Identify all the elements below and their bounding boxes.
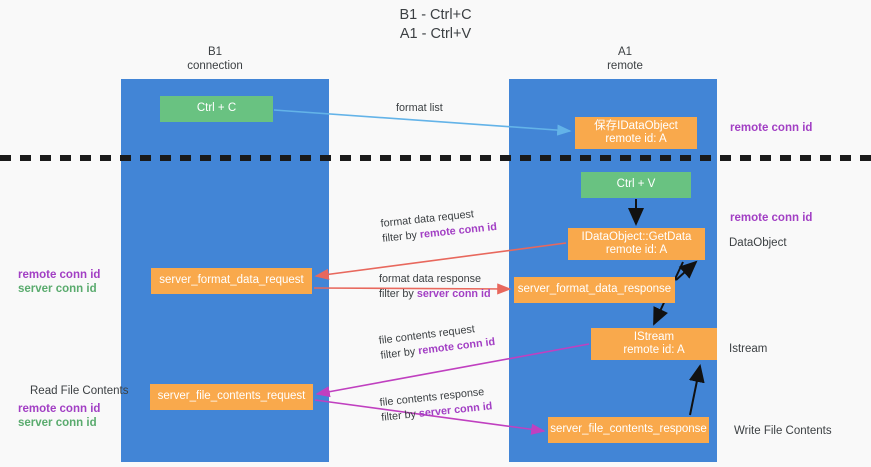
edge-label-format-data-response: format data response filter by server co… — [379, 272, 491, 302]
box-getdata-remote-id: remote id: A — [605, 244, 668, 256]
annotation-text: remote conn id — [730, 212, 813, 224]
box-istream-title: IStream — [633, 330, 675, 343]
edge-label-format-data-response-text: format data response — [379, 273, 482, 285]
column-header-a1: A1 remote — [565, 46, 685, 73]
filter-key-server-conn-id: server conn id — [416, 288, 491, 300]
annotation-right-write-file-contents: Write File Contents — [734, 424, 832, 438]
title-line-1: B1 - Ctrl+C — [399, 7, 472, 23]
annotation-right-remote-conn-id-mid: remote conn id — [730, 211, 812, 225]
box-istream[interactable]: IStream remote id: A — [591, 328, 717, 360]
annotation-server-conn-id: server conn id — [18, 283, 97, 295]
edge-label-format-list: format list — [396, 101, 443, 116]
edge-label-file-contents-response: file contents response filter by server … — [379, 384, 493, 426]
box-server-file-contents-request[interactable]: server_file_contents_request — [150, 384, 313, 410]
column-header-b1: B1 connection — [155, 46, 275, 73]
annotation-remote-conn-id: remote conn id — [18, 269, 101, 281]
diagram-title: B1 - Ctrl+C A1 - Ctrl+V — [0, 6, 871, 44]
box-ctrl-v[interactable]: Ctrl + V — [581, 172, 691, 198]
box-idataobject-title: 保存IDataObject — [594, 119, 678, 132]
annotation-right-istream: Istream — [729, 342, 767, 356]
box-server-format-data-request-label: server_format_data_request — [159, 274, 304, 287]
annotation-remote-conn-id: remote conn id — [18, 403, 101, 415]
box-ctrl-v-label: Ctrl + V — [616, 178, 656, 191]
box-ctrl-c[interactable]: Ctrl + C — [160, 96, 273, 122]
box-idataobject[interactable]: 保存IDataObject remote id: A — [575, 117, 697, 149]
edge-label-file-contents-request: file contents request filter by remote c… — [378, 320, 496, 364]
annotation-right-dataobject: DataObject — [729, 236, 787, 250]
box-server-format-data-response-label: server_format_data_response — [517, 283, 672, 296]
title-line-2: A1 - Ctrl+V — [399, 26, 472, 42]
edge-label-format-list-text: format list — [396, 102, 443, 114]
box-ctrl-c-label: Ctrl + C — [196, 102, 237, 115]
phase-divider — [0, 155, 871, 161]
box-server-file-contents-response-label: server_file_contents_response — [550, 423, 707, 436]
box-server-file-contents-response[interactable]: server_file_contents_response — [548, 417, 709, 443]
box-server-format-data-response[interactable]: server_format_data_response — [514, 277, 675, 303]
annotation-left-conn-ids-2: remote conn id server conn id — [18, 402, 100, 430]
box-server-format-data-request[interactable]: server_format_data_request — [151, 268, 312, 294]
column-b1-name: B1 — [207, 46, 223, 58]
annotation-text: Read File Contents — [30, 385, 129, 397]
annotation-right-remote-conn-id-top: remote conn id — [730, 121, 812, 135]
box-istream-remote-id: remote id: A — [623, 344, 685, 356]
box-idataobject-getdata[interactable]: IDataObject::GetData remote id: A — [568, 228, 705, 260]
annotation-text: remote conn id — [730, 122, 813, 134]
column-b1-subtitle: connection — [187, 59, 243, 72]
edge-label-format-data-response-filter: filter by server conn id — [379, 287, 491, 302]
annotation-left-conn-ids: remote conn id server conn id — [18, 268, 100, 296]
edge-label-format-data-request: format data request filter by remote con… — [380, 205, 498, 247]
annotation-server-conn-id: server conn id — [18, 417, 97, 429]
box-getdata-title: IDataObject::GetData — [581, 230, 692, 243]
column-a1-name: A1 — [617, 46, 633, 58]
filter-prefix: filter by — [379, 345, 419, 362]
column-a1-subtitle: remote — [607, 59, 643, 72]
annotation-text: Write File Contents — [734, 425, 832, 437]
filter-prefix: filter by — [380, 407, 420, 424]
filter-prefix: filter by — [381, 228, 421, 245]
filter-prefix: filter by — [379, 288, 417, 300]
annotation-text: DataObject — [729, 237, 787, 249]
box-idataobject-remote-id: remote id: A — [605, 133, 667, 145]
annotation-text: Istream — [729, 343, 768, 355]
annotation-left-read-file-contents: Read File Contents — [30, 384, 128, 398]
box-server-file-contents-request-label: server_file_contents_request — [157, 390, 306, 403]
